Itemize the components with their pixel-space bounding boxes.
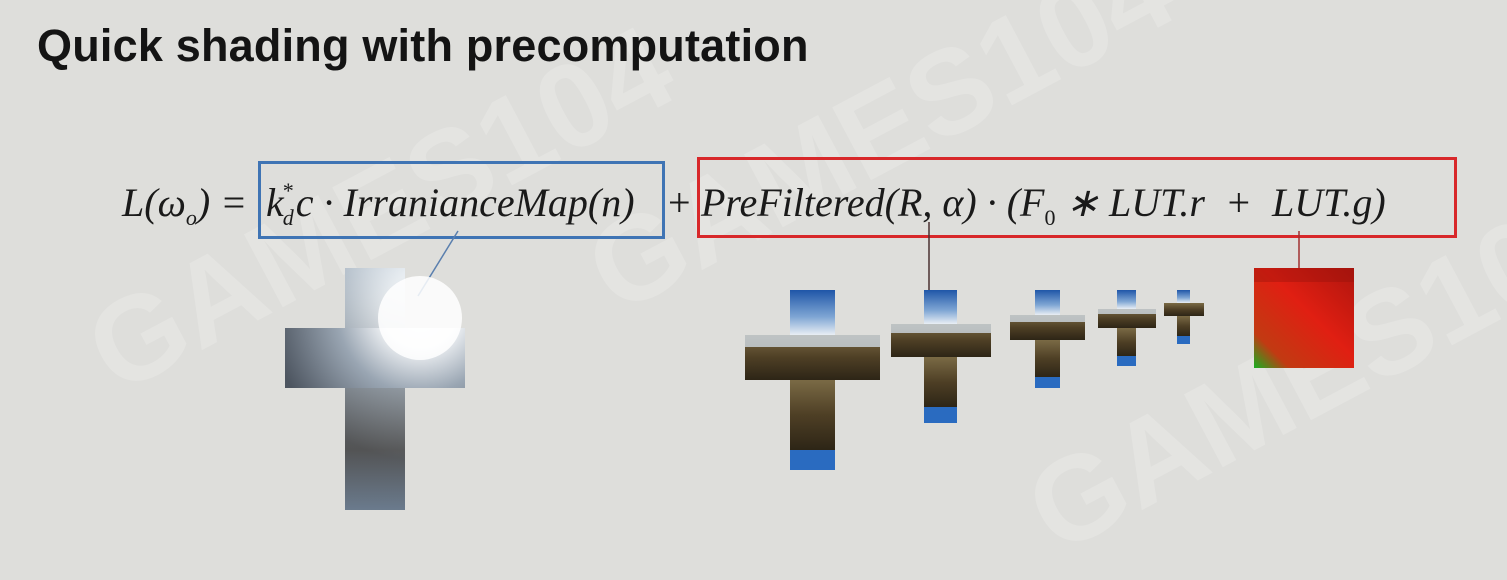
prefiltered-term: PreFiltered(R, α) · (F0 ∗ LUT.r + LUT.g) (701, 180, 1386, 230)
illustrations (285, 222, 1354, 510)
plus-sign: + (668, 180, 691, 225)
prefiltered-mip-0 (745, 290, 880, 470)
irradiance-term: k*dc · IrranianceMap(n) (266, 177, 635, 230)
slide-title: Quick shading with precomputation (37, 20, 809, 71)
brdf-lut-image (1254, 268, 1354, 368)
equation-lhs: L(ωo) = (122, 180, 248, 230)
slide: GAMES104 GAMES104 GAMES104 Quick shading… (37, 20, 1457, 510)
prefiltered-mip-2 (1010, 290, 1085, 388)
irradiance-map-image (285, 268, 465, 510)
prefiltered-mip-3 (1098, 290, 1156, 366)
prefiltered-mip-4 (1164, 290, 1204, 344)
irradiance-highlight-box (258, 161, 665, 239)
prefiltered-mip-1 (891, 290, 991, 423)
prefiltered-highlight-box (697, 157, 1457, 238)
